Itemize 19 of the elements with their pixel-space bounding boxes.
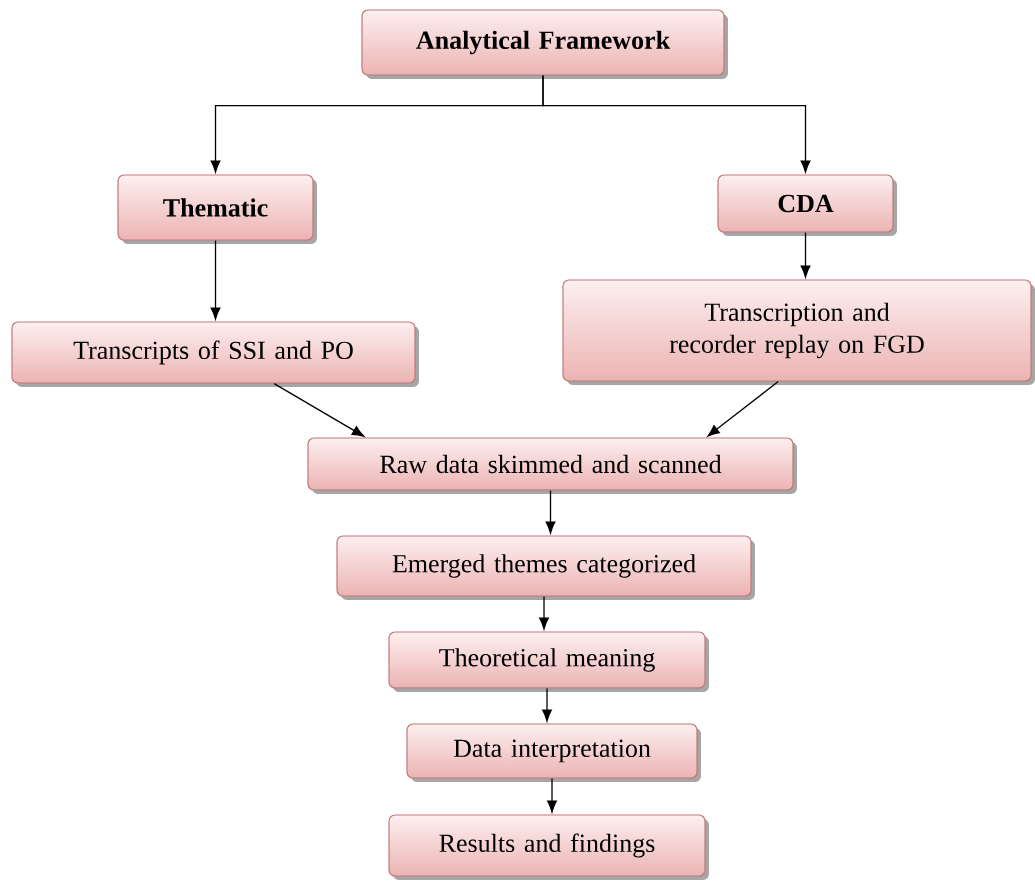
- process-box: Results and findings: [388, 814, 709, 880]
- arrow: [547, 777, 557, 813]
- process-box: Emerged themes categorized: [336, 535, 755, 600]
- arrow: [545, 489, 556, 534]
- process-box: Theoretical meaning: [388, 631, 709, 692]
- arrow: [800, 231, 811, 278]
- process-box: Data interpretation: [406, 723, 701, 782]
- process-box: Transcripts of SSI and PO: [11, 321, 419, 387]
- arrow: [273, 382, 365, 437]
- process-box: CDA: [717, 174, 897, 236]
- process-box: Raw data skimmed and scanned: [307, 437, 797, 494]
- process-box: Thematic: [117, 174, 317, 244]
- arrow: [210, 239, 221, 320]
- arrow: [539, 595, 549, 630]
- arrow: [542, 74, 811, 173]
- process-box: Analytical Framework: [361, 9, 728, 79]
- process-box: Transcription and recorder replay on FGD: [562, 279, 1035, 385]
- arrow: [542, 687, 552, 722]
- arrow: [707, 380, 779, 437]
